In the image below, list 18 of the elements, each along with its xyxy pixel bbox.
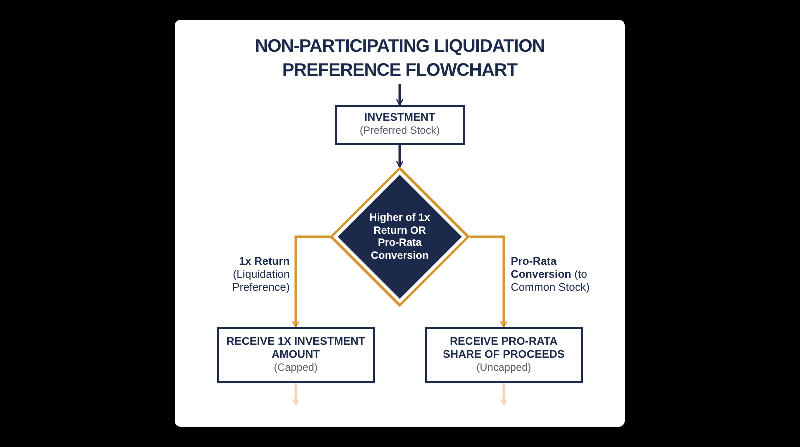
box-heading: RECEIVE 1X INVESTMENT AMOUNT <box>226 336 366 362</box>
box-subtitle: (Preferred Stock) <box>360 125 440 138</box>
process-box <box>425 327 583 383</box>
arrow <box>500 383 508 406</box>
arrow <box>470 236 508 328</box>
box-heading: RECEIVE PRO-RATA SHARE OF PROCEEDS <box>442 336 566 362</box>
arrow <box>396 84 404 106</box>
arrow <box>396 145 404 168</box>
arrow <box>292 236 330 328</box>
arrow <box>292 383 300 406</box>
process-box <box>217 327 375 383</box>
box-heading: INVESTMENT <box>364 112 436 125</box>
decision-diamond <box>330 167 470 307</box>
box-subtitle: (Capped) <box>274 362 318 374</box>
box-subtitle: (Uncapped) <box>476 362 532 374</box>
title: NON-PARTICIPATING LIQUIDATION PREFERENCE FLOWCHART <box>254 35 546 82</box>
decision-text: Higher of 1x Return OR Pro-Rata Conversion <box>368 212 432 262</box>
process-box <box>335 105 465 145</box>
